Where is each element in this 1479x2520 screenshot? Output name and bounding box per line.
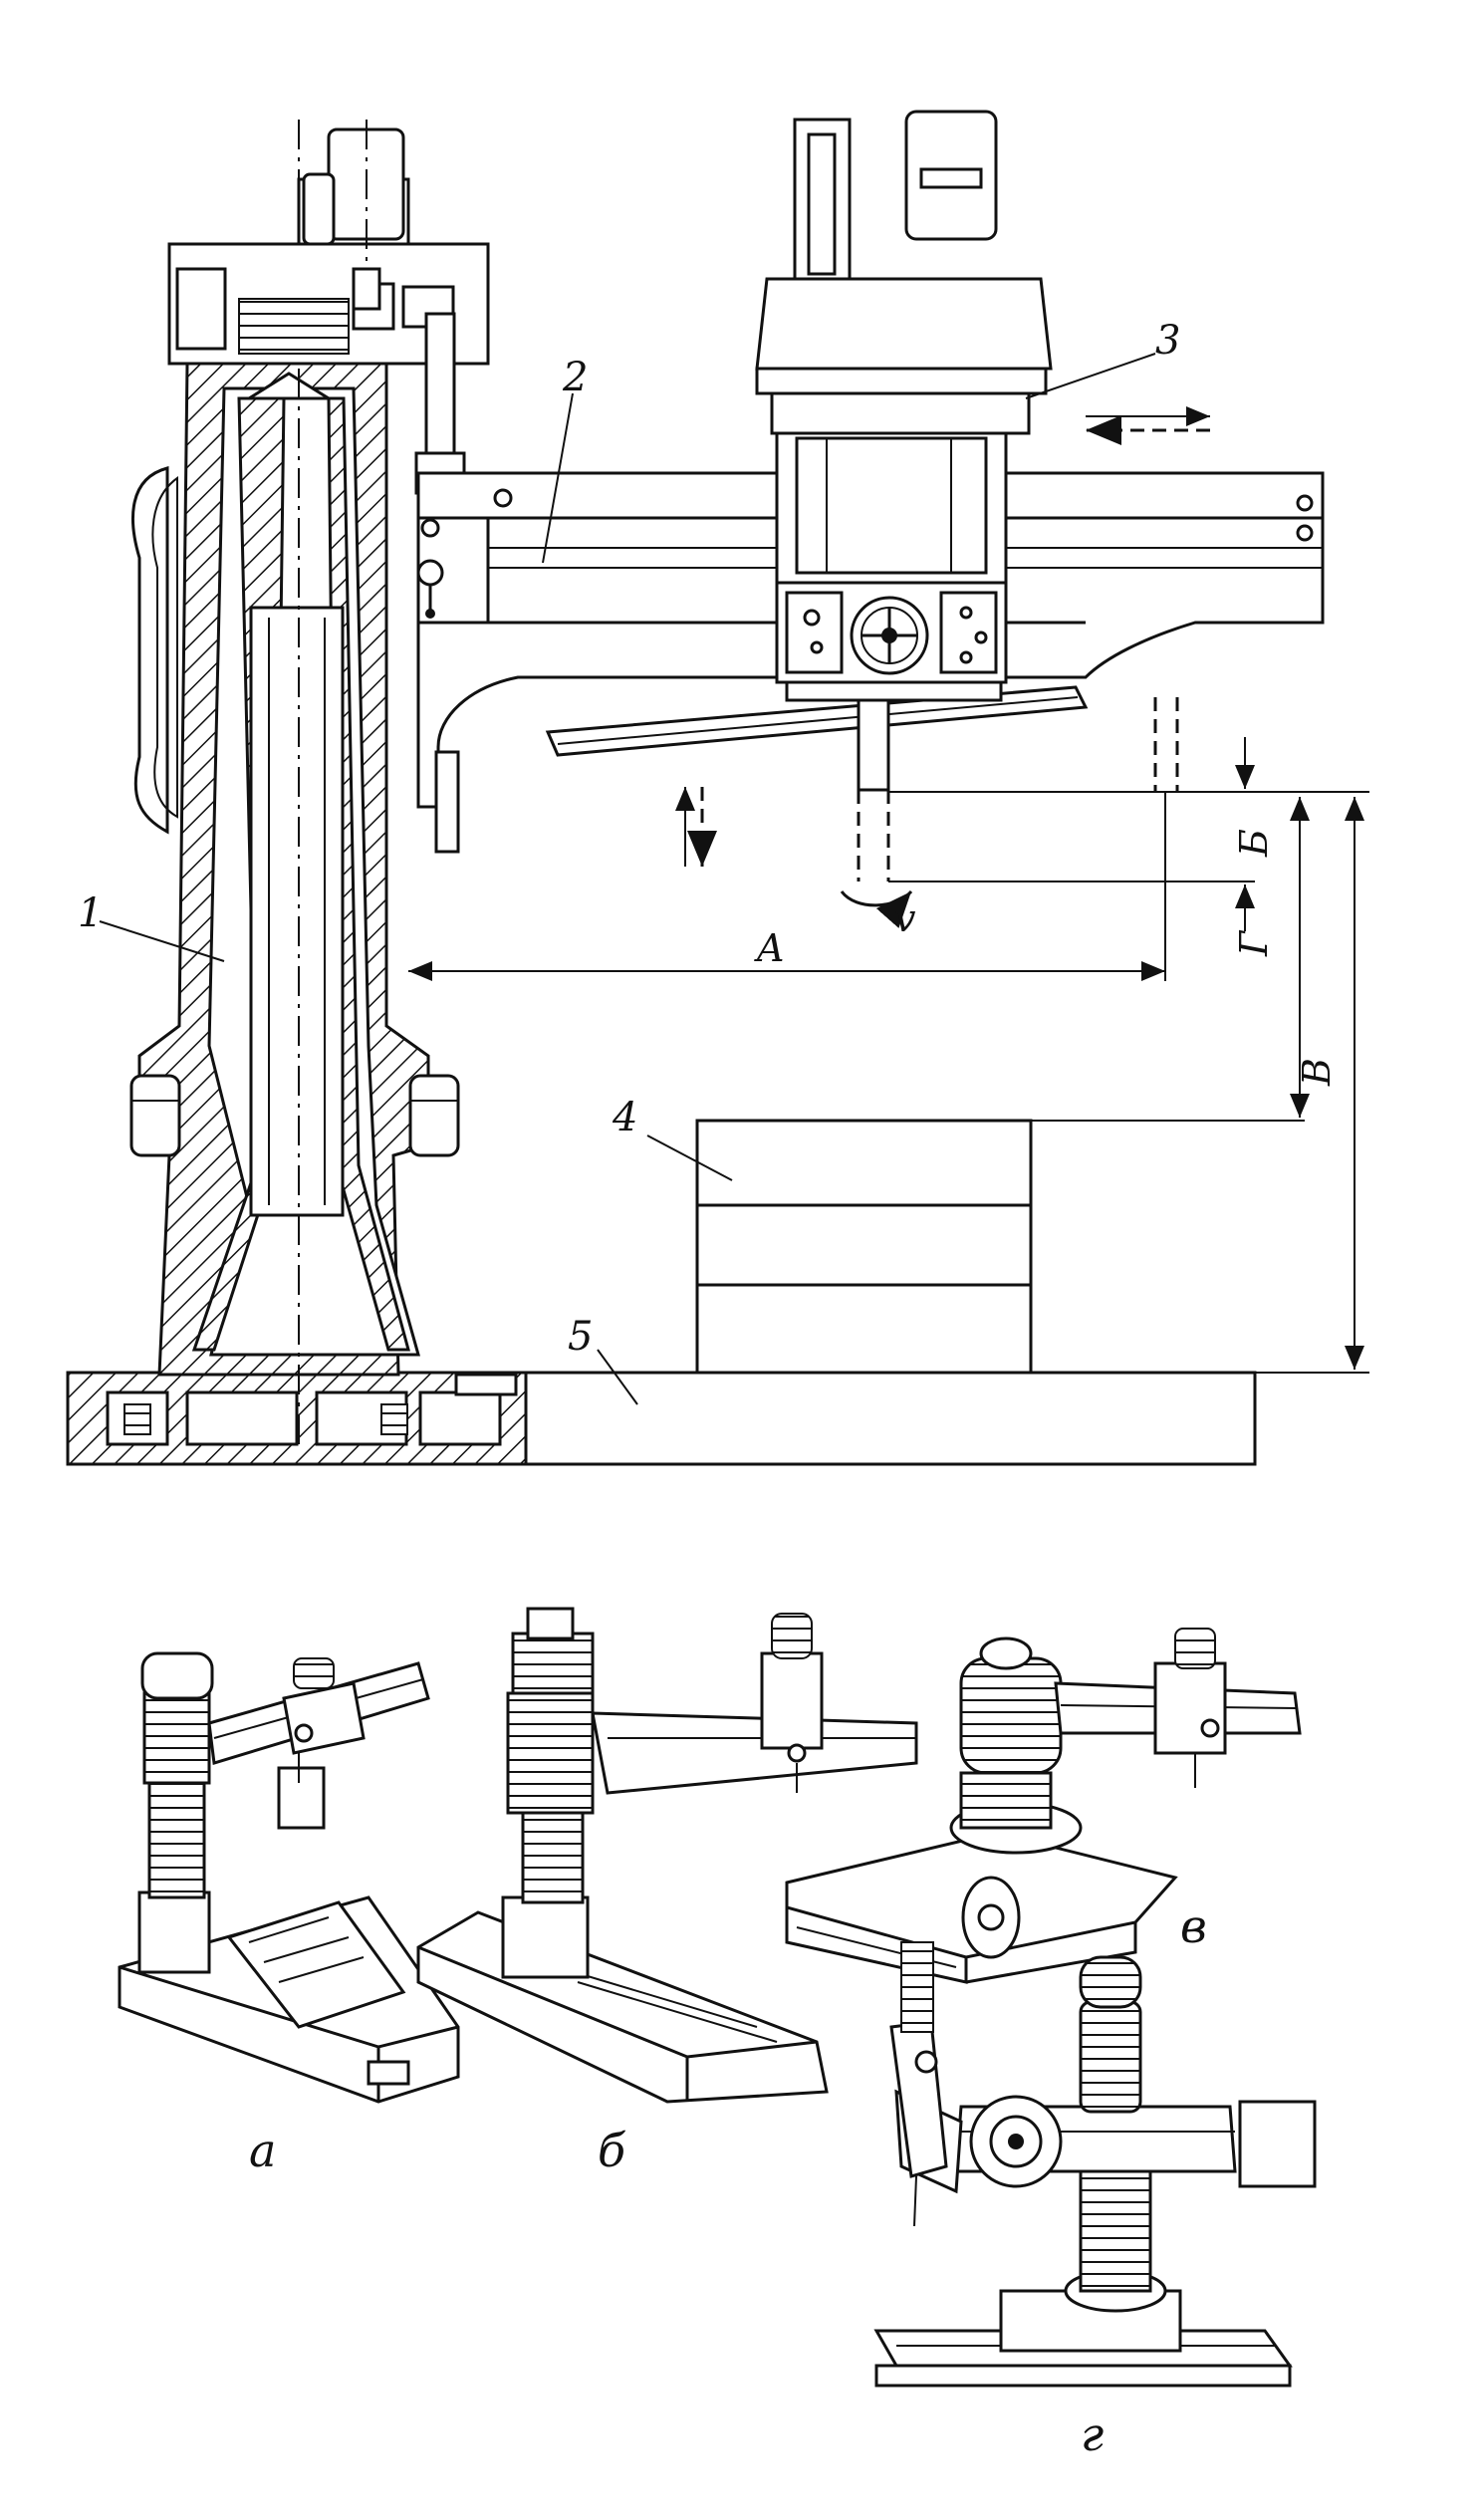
variant-label-v: в <box>1180 1899 1207 1953</box>
dim-label-g: Г <box>1232 929 1276 957</box>
variant-a: а <box>118 1651 460 2177</box>
workpiece <box>695 1119 1033 1375</box>
variant-label-a: а <box>249 2124 276 2177</box>
part-label-1: 1 <box>78 890 103 936</box>
drilling-head <box>755 110 1053 928</box>
rotation-label-v: v <box>894 896 916 940</box>
variant-label-g: г <box>1081 2407 1104 2461</box>
main-drawing: 1 2 3 4 5 A Б Г В v <box>66 110 1369 1466</box>
dim-label-a: A <box>754 926 784 970</box>
base-plate <box>66 1371 1257 1466</box>
variant-v: в <box>785 1628 1302 1984</box>
column-top-housing <box>167 120 490 495</box>
part-label-3: 3 <box>1155 318 1180 364</box>
part-label-4: 4 <box>612 1095 637 1140</box>
part-label-2: 2 <box>562 355 588 400</box>
part-label-5: 5 <box>568 1314 593 1360</box>
column-assembly <box>129 120 460 1444</box>
variant-label-b: б <box>598 2124 626 2177</box>
variant-g: г <box>873 1941 1317 2461</box>
dim-label-v: В <box>1295 1058 1339 1087</box>
variant-b: б <box>416 1607 918 2177</box>
dim-label-b: Б <box>1232 829 1276 858</box>
